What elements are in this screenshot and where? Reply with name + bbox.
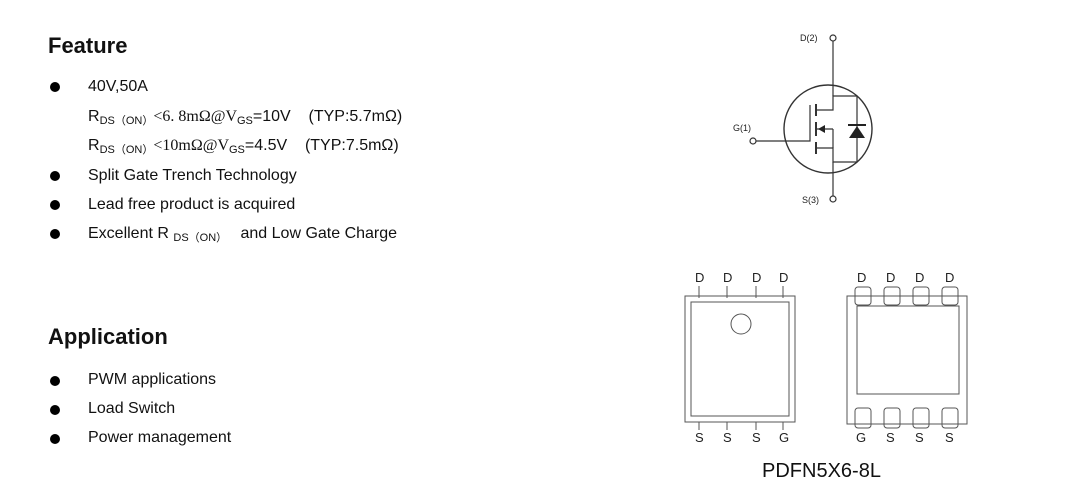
source-label: S(3) [802,195,819,205]
rds-subscript: DS（ON） [173,232,228,244]
rating-text: 40V,50A [88,78,148,95]
package-outline-diagram: D D D D S S S G D D D D G S S S [684,270,968,445]
drain-terminal [829,34,837,42]
gate-terminal [749,137,757,145]
rds-condition: <10mΩ@V [153,137,229,154]
exposed-pad [856,305,960,395]
package-name: PDFN5X6-8L [762,460,881,482]
pin-label: D [752,270,761,285]
application-item: Power management [88,429,232,446]
excellent-suffix: and Low Gate Charge [240,225,398,242]
pin-label: D [915,270,924,285]
bullet [50,200,60,210]
vgs-value: =4.5V [244,137,288,154]
package-body [846,295,968,425]
pin-label: S [915,430,924,445]
pin-label: S [945,430,954,445]
pin1-marker [730,313,752,335]
source-terminal [829,195,837,203]
bullet [50,434,60,444]
bullet [50,229,60,239]
lead-free-text: Lead free product is acquired [88,196,296,213]
vgs-subscript: GS [237,115,253,127]
rds-subscript: DS（ON） [99,115,154,127]
excellent-prefix: Excellent R [88,225,169,242]
mosfet-schematic-diagram: D(2) G(1) S(3) [733,33,873,205]
rds-line-2: RDS（ON）<10mΩ@VGS=4.5V (TYP:7.5mΩ) [88,137,399,156]
pin-label: D [695,270,704,285]
vgs-value: =10V [252,108,291,125]
feature-heading: Feature [48,33,128,58]
rds-line-1: RDS（ON）<6. 8mΩ@VGS=10V (TYP:5.7mΩ) [88,108,403,127]
bullet [50,376,60,386]
split-gate-text: Split Gate Trench Technology [88,167,297,184]
vgs-subscript: GS [229,144,245,156]
pin-label: D [857,270,866,285]
pin-label: D [945,270,954,285]
pin-label: G [856,430,866,445]
pin-label: S [723,430,732,445]
application-heading: Application [48,324,168,349]
application-item: PWM applications [88,371,217,388]
body-diode-icon [849,126,865,138]
application-item: Load Switch [88,400,176,417]
pin-label: G [779,430,789,445]
rds-symbol: R [88,137,100,154]
bullet [50,82,60,92]
pin-label: S [752,430,761,445]
pin-label: D [886,270,895,285]
pin-label: S [695,430,704,445]
typ-value: (TYP:5.7mΩ) [308,108,403,125]
typ-value: (TYP:7.5mΩ) [304,137,399,154]
bullet [50,171,60,181]
pin-label: D [723,270,732,285]
pin-label: S [886,430,895,445]
drain-label: D(2) [800,33,818,43]
package-body [684,295,796,423]
rds-symbol: R [88,108,100,125]
rds-condition: <6. 8mΩ@V [153,108,237,125]
gate-label: G(1) [733,123,751,133]
pin-label: D [779,270,788,285]
excellent-text: Excellent R DS（ON） and Low Gate Charge [88,225,398,244]
mosfet-circle [783,84,873,174]
bullet [50,405,60,415]
rds-subscript: DS（ON） [99,144,154,156]
